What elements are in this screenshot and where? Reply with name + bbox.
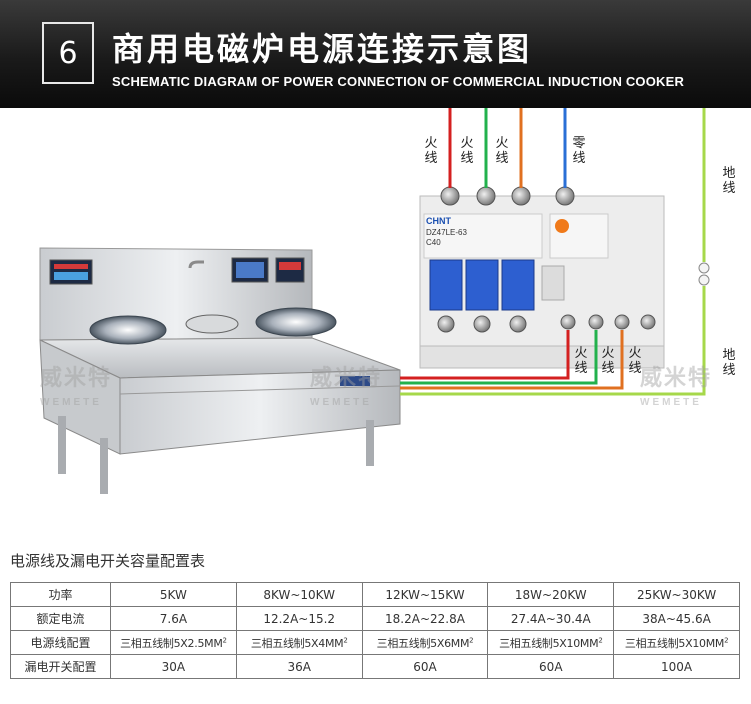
breaker-rating: C40	[426, 238, 441, 247]
leg-3	[366, 420, 374, 466]
table-cell: 18W~20KW	[487, 582, 615, 607]
row-head-cable: 电源线配置	[10, 630, 111, 655]
terminal-out-2	[588, 314, 604, 330]
table-row: 额定电流 7.6A 12.2A~15.2 18.2A~22.8A 27.4A~3…	[10, 606, 740, 631]
front-panel-line	[119, 385, 401, 395]
table-row: 功率 5KW 8KW~10KW 12KW~15KW 18W~20KW 25KW~…	[10, 582, 740, 607]
switch-handle-1	[429, 259, 463, 311]
table-cell: 36A	[235, 654, 363, 679]
leg-2	[100, 438, 108, 494]
terminal-top-3	[511, 186, 531, 206]
wok-left	[89, 315, 167, 345]
table-cell: 60A	[487, 654, 615, 679]
wire-out-red	[400, 330, 570, 380]
table-cell: 三相五线制5X2.5MM2	[110, 630, 237, 655]
breaker-brand: CHNT	[426, 216, 451, 226]
wire-ground-bottom	[400, 286, 706, 396]
table-cell: 12.2A~15.2	[235, 606, 363, 631]
table-cell: 18.2A~22.8A	[361, 606, 489, 631]
front-label	[340, 376, 370, 386]
leakage-module-switch	[541, 265, 565, 301]
page-title: 商用电磁炉电源连接示意图	[112, 30, 533, 68]
table-cell: 25KW~30KW	[613, 582, 740, 607]
table-row: 漏电开关配置 30A 36A 60A 60A 100A	[10, 654, 740, 679]
table-cell: 60A	[361, 654, 489, 679]
wire-out-orange	[400, 330, 624, 390]
row-head-current: 额定电流	[10, 606, 111, 631]
terminal-out-4	[640, 314, 656, 330]
header-banner: 6 商用电磁炉电源连接示意图 SCHEMATIC DIAGRAM OF POWE…	[0, 0, 751, 108]
terminal-top-1	[440, 186, 460, 206]
soup-pot	[185, 314, 239, 334]
test-button	[555, 219, 569, 233]
label-live-1: 火线	[424, 136, 438, 166]
terminal-out-1	[560, 314, 576, 330]
table-cell: 三相五线制5X10MM2	[613, 630, 740, 655]
table-cell: 30A	[110, 654, 237, 679]
leakage-breaker	[419, 186, 665, 369]
terminal-top-2	[476, 186, 496, 206]
terminal-out-3	[614, 314, 630, 330]
table-cell: 27.4A~30.4A	[487, 606, 615, 631]
cooker-front	[119, 369, 401, 455]
table-cell: 三相五线制5X10MM2	[487, 630, 615, 655]
terminal-bottom-2	[473, 315, 491, 333]
label-live-2: 火线	[460, 136, 474, 166]
terminal-bottom-1	[437, 315, 455, 333]
section-number-badge: 6	[42, 22, 94, 84]
table-cell: 38A~45.6A	[613, 606, 740, 631]
breaker-lower	[419, 345, 665, 369]
connection-diagram: 火线 火线 火线 零线 地线 地线 火线 火线 火线 CHNT DZ47LE-6…	[0, 108, 751, 540]
table-cell: 12KW~15KW	[361, 582, 489, 607]
terminal-top-4	[555, 186, 575, 206]
table-cell: 100A	[613, 654, 740, 679]
table-cell: 三相五线制5X4MM2	[235, 630, 363, 655]
switch-handle-3	[501, 259, 535, 311]
page-subtitle: SCHEMATIC DIAGRAM OF POWER CONNECTION OF…	[112, 74, 685, 89]
wire-out-green	[400, 330, 598, 385]
ground-connector-2	[698, 274, 710, 286]
table-title: 电源线及漏电开关容量配置表	[10, 552, 206, 570]
row-head-breaker: 漏电开关配置	[10, 654, 111, 679]
label-out-live-3: 火线	[628, 346, 642, 376]
terminal-bottom-3	[509, 315, 527, 333]
table-row: 电源线配置 三相五线制5X2.5MM2 三相五线制5X4MM2 三相五线制5X6…	[10, 630, 740, 655]
diagram-svg	[39, 108, 710, 494]
row-head-power: 功率	[10, 582, 111, 607]
wok-right	[255, 307, 337, 337]
spec-table: 功率 5KW 8KW~10KW 12KW~15KW 18W~20KW 25KW~…	[10, 582, 740, 679]
ground-connector-1	[698, 262, 710, 274]
label-ground-bottom: 地线	[722, 348, 736, 378]
table-cell: 8KW~10KW	[235, 582, 363, 607]
table-cell: 5KW	[110, 582, 237, 607]
label-out-live-1: 火线	[574, 346, 588, 376]
label-live-3: 火线	[495, 136, 509, 166]
induction-cooker	[39, 247, 401, 494]
label-ground-top: 地线	[722, 166, 736, 196]
leg-1	[58, 416, 66, 474]
switch-handle-2	[465, 259, 499, 311]
table-cell: 三相五线制5X6MM2	[361, 630, 489, 655]
breaker-model: DZ47LE-63	[426, 228, 467, 237]
label-out-live-2: 火线	[601, 346, 615, 376]
table-cell: 7.6A	[110, 606, 237, 631]
faucet-icon	[188, 260, 204, 269]
breaker-label	[423, 213, 543, 259]
label-neutral: 零线	[572, 136, 586, 166]
